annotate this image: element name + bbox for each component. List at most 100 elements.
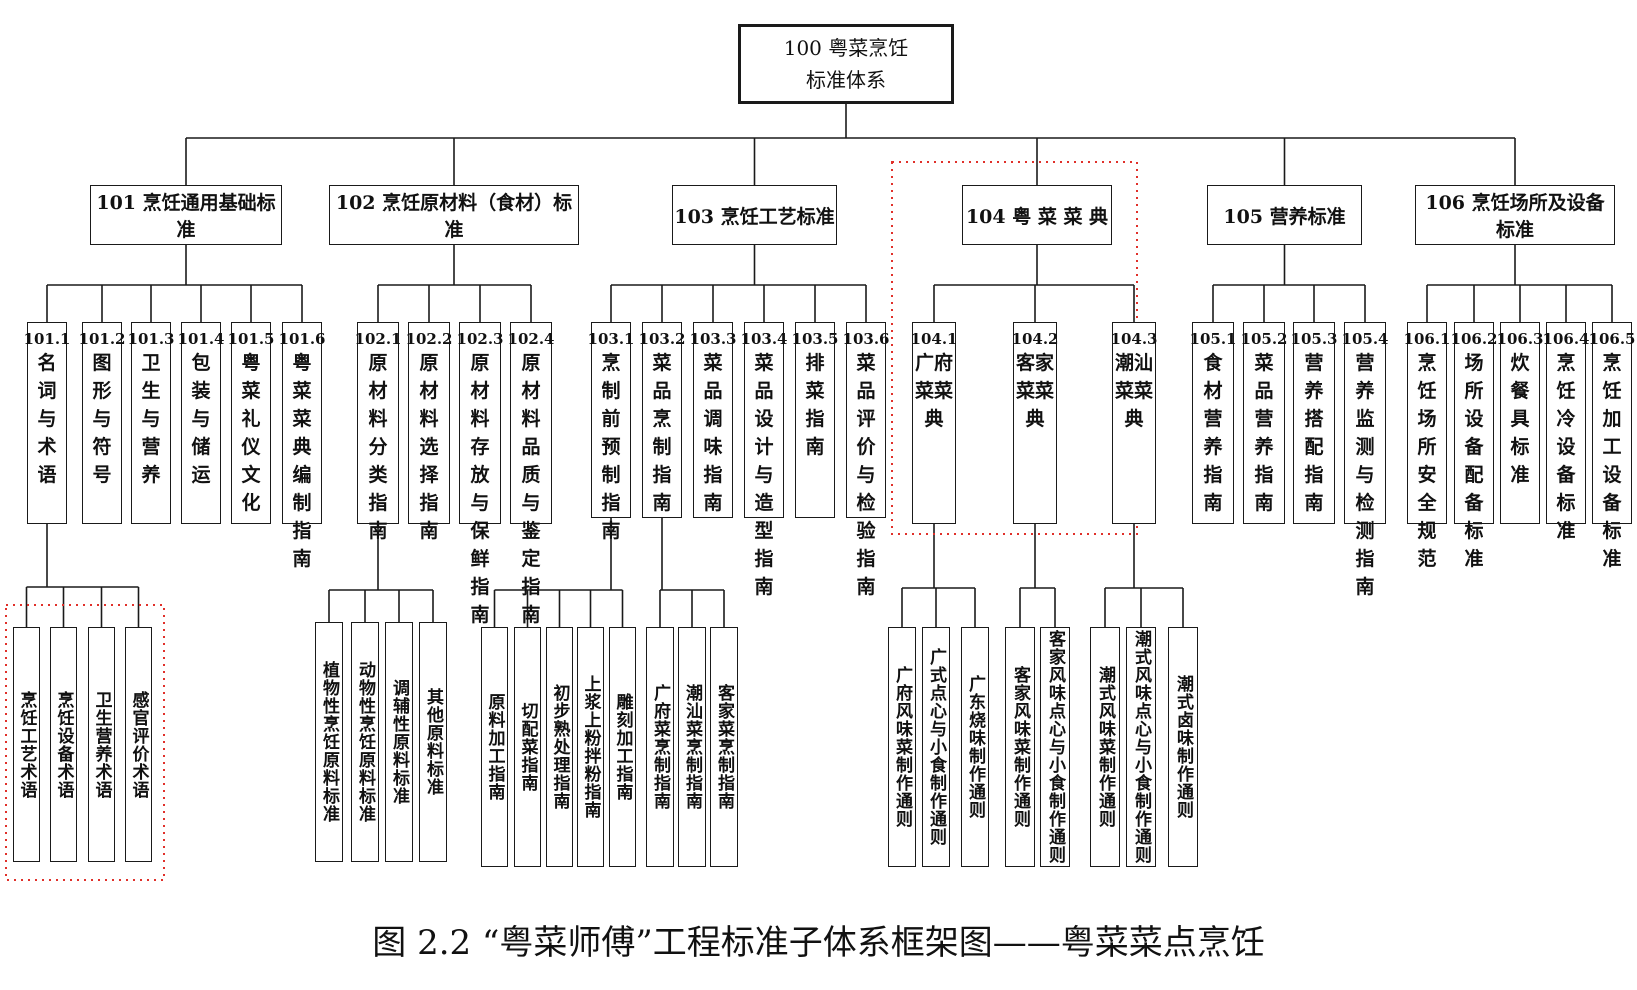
subgroup-text: 菜品评价与检验指南 — [856, 352, 876, 598]
leaf-node: 潮式风味点心与小食制作通则 — [1126, 627, 1156, 867]
leaf-text: 切配菜指南 — [517, 702, 538, 792]
leaf-text: 客家风味菜制作通则 — [1010, 666, 1030, 828]
subgroup-code: 103.3 — [689, 330, 737, 348]
group-title: 101 烹饪通用基础标准 — [96, 192, 276, 241]
leaf-node: 感官评价术语 — [125, 627, 152, 862]
leaf-text: 动物性烹饪原料标准 — [355, 661, 375, 823]
leaf-node: 潮式卤味制作通则 — [1168, 627, 1198, 867]
subgroup-code: 105.2 — [1240, 330, 1288, 348]
group-node: 101 烹饪通用基础标准 — [90, 185, 282, 245]
group-node: 105 营养标准 — [1207, 185, 1362, 245]
group-node: 106 烹饪场所及设备标准 — [1415, 185, 1615, 245]
leaf-node: 广府风味菜制作通则 — [888, 627, 916, 867]
leaf-node: 客家风味菜制作通则 — [1005, 627, 1035, 867]
leaf-node: 植物性烹饪原料标准 — [315, 622, 343, 862]
leaf-text: 潮式卤味制作通则 — [1173, 675, 1193, 819]
leaf-node: 原料加工指南 — [481, 627, 508, 867]
subgroup-node: 105.2 菜品营养指南 — [1240, 322, 1288, 524]
leaf-text: 广府菜烹制指南 — [650, 684, 670, 810]
leaf-text: 上浆上粉拌粉指南 — [580, 675, 601, 819]
leaf-node: 卫生营养术语 — [88, 627, 115, 862]
subgroup-node: 103.3 菜品调味指南 — [690, 322, 737, 518]
subgroup-code: 106.3 — [1496, 330, 1544, 348]
highlight-frame-terms — [5, 604, 165, 881]
subgroup-text: 场所设备配备标准 — [1464, 352, 1484, 570]
subgroup-text: 粤菜礼仪文化 — [241, 352, 261, 514]
subgroup-text: 菜品营养指南 — [1254, 352, 1274, 514]
subgroup-text: 烹制前预制指南 — [601, 352, 621, 542]
subgroup-node: 103.6 菜品评价与检验指南 — [843, 322, 890, 598]
subgroup-code: 101.1 — [23, 330, 71, 348]
subgroup-code: 103.6 — [842, 330, 890, 348]
subgroup-node: 105.1 食材营养指南 — [1189, 322, 1237, 524]
subgroup-code: 104.3 — [1110, 330, 1158, 348]
subgroup-code: 101.6 — [278, 330, 326, 348]
leaf-node: 调辅性原料标准 — [385, 622, 413, 862]
group-node: 103 烹饪工艺标准 — [672, 185, 837, 245]
leaf-node: 烹饪工艺术语 — [13, 627, 40, 862]
subgroup-text: 菜品设计与造型指南 — [754, 352, 774, 598]
leaf-node: 上浆上粉拌粉指南 — [577, 627, 604, 867]
leaf-text: 广式点心与小食制作通则 — [926, 648, 946, 846]
subgroup-text: 营养搭配指南 — [1304, 352, 1324, 514]
subgroup-node: 101.2 图形与符号 — [79, 322, 126, 524]
subgroup-text: 原材料存放与保鲜指南 — [470, 352, 490, 626]
subgroup-text: 炊餐具标准 — [1510, 352, 1530, 486]
subgroup-code: 105.1 — [1189, 330, 1237, 348]
subgroup-code: 101.2 — [78, 330, 126, 348]
subgroup-text: 菜品调味指南 — [703, 352, 723, 514]
leaf-node: 广府菜烹制指南 — [646, 627, 674, 867]
leaf-text: 感官评价术语 — [128, 690, 149, 799]
root-code: 100 粤菜烹饪 — [783, 36, 909, 60]
subgroup-text: 客家菜菜典 — [1016, 352, 1055, 430]
leaf-text: 初步熟处理指南 — [549, 684, 570, 810]
subgroup-text: 原材料选择指南 — [419, 352, 439, 542]
leaf-node: 其他原料标准 — [419, 622, 447, 862]
subgroup-text: 食材营养指南 — [1203, 352, 1223, 514]
leaf-text: 客家风味点心与小食制作通则 — [1045, 630, 1065, 864]
leaf-text: 烹饪设备术语 — [53, 690, 74, 799]
group-title: 106 烹饪场所及设备标准 — [1425, 192, 1605, 241]
group-title: 104 粤 菜 菜 典 — [965, 205, 1109, 228]
group-title: 105 营养标准 — [1223, 205, 1346, 228]
subgroup-text: 广府菜菜典 — [915, 352, 954, 430]
leaf-text: 广府风味菜制作通则 — [892, 666, 912, 828]
subgroup-code: 102.2 — [405, 330, 453, 348]
subgroup-code: 103.1 — [587, 330, 635, 348]
subgroup-text: 名词与术语 — [37, 352, 57, 486]
leaf-text: 潮汕菜烹制指南 — [682, 684, 702, 810]
subgroup-code: 101.4 — [177, 330, 225, 348]
leaf-node: 广东烧味制作通则 — [961, 627, 989, 867]
subgroup-text: 卫生与营养 — [141, 352, 161, 486]
subgroup-node: 106.3 炊餐具标准 — [1497, 322, 1544, 524]
subgroup-text: 原材料品质与鉴定指南 — [521, 352, 541, 626]
group-node: 104 粤 菜 菜 典 — [962, 185, 1112, 245]
subgroup-code: 103.5 — [791, 330, 839, 348]
group-title: 103 烹饪工艺标准 — [674, 205, 835, 228]
subgroup-node: 103.1 烹制前预制指南 — [588, 322, 635, 542]
leaf-text: 潮式风味菜制作通则 — [1095, 666, 1115, 828]
subgroup-node: 101.1 名词与术语 — [24, 322, 71, 524]
root-node: 100 粤菜烹饪标准体系 — [738, 24, 954, 104]
subgroup-code: 103.2 — [638, 330, 686, 348]
leaf-node: 潮汕菜烹制指南 — [678, 627, 706, 867]
leaf-text: 客家菜烹制指南 — [714, 684, 734, 810]
subgroup-code: 106.5 — [1588, 330, 1636, 348]
subgroup-text: 图形与符号 — [92, 352, 112, 486]
leaf-node: 客家菜烹制指南 — [710, 627, 738, 867]
